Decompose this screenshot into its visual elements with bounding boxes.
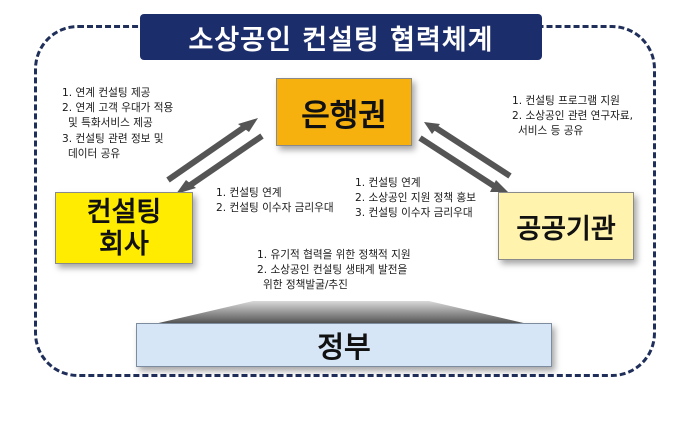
notes-bank-to-public: 1. 컨설팅 프로그램 지원 2. 소상공인 관련 연구자료, 서비스 등 공유 <box>512 94 633 140</box>
node-bank: 은행권 <box>276 78 412 146</box>
node-public-institution: 공공기관 <box>498 192 634 260</box>
arrowhead-right-lower <box>490 180 508 192</box>
note-line: 1. 유기적 협력을 위한 정책적 지원 <box>257 249 411 261</box>
notes-consulting-to-bank: 1. 컨설팅 연계 2. 컨설팅 이수자 금리우대 <box>216 186 334 216</box>
arrowhead-right-upper <box>424 122 440 134</box>
diagram-title: 소상공인 컨설팅 협력체계 <box>140 14 542 60</box>
note-line: 1. 연계 컨설팅 제공 <box>62 87 151 99</box>
arrow-shaft-left-lower <box>184 133 264 191</box>
notes-government: 1. 유기적 협력을 위한 정책적 지원 2. 소상공인 컨설팅 생태계 발전을… <box>257 248 411 294</box>
note-line: 1. 컨설팅 연계 <box>216 187 282 199</box>
note-line: 1. 컨설팅 프로그램 지원 <box>512 95 620 107</box>
arrow-shaft-right-upper <box>434 125 512 179</box>
note-line: 및 특화서비스 제공 <box>68 117 153 130</box>
note-line: 1. 컨설팅 연계 <box>355 177 421 189</box>
arrow-shaft-left-upper <box>166 123 248 183</box>
node-consulting-line1: 컨설팅 <box>86 197 162 228</box>
arrowhead-left-lower <box>176 180 196 194</box>
node-consulting-company: 컨설팅 회사 <box>55 192 193 264</box>
node-consulting-line2: 회사 <box>99 229 149 260</box>
note-line: 서비스 등 공유 <box>518 125 584 138</box>
note-line: 위한 정책발굴/추진 <box>263 279 348 292</box>
note-line: 2. 소상공인 컨설팅 생태계 발전을 <box>257 264 408 277</box>
arrowhead-left-upper <box>238 118 258 132</box>
notes-bank-to-consulting: 1. 연계 컨설팅 제공 2. 연계 고객 우대가 적용 및 특화서비스 제공 … <box>62 86 173 162</box>
arrow-bank-to-consulting <box>166 118 264 194</box>
note-line: 3. 컨설팅 관련 정보 및 <box>62 132 164 145</box>
arrow-shaft-right-lower <box>418 135 496 189</box>
note-line: 2. 연계 고객 우대가 적용 <box>62 102 174 115</box>
note-line: 데이터 공유 <box>68 147 121 160</box>
note-line: 2. 컨설팅 이수자 금리우대 <box>216 202 334 215</box>
notes-public-to-bank: 1. 컨설팅 연계 2. 소상공인 지원 정책 홍보 3. 컨설팅 이수자 금리… <box>355 176 476 222</box>
arrow-bank-to-public <box>418 122 512 192</box>
node-government: 정부 <box>136 323 552 367</box>
note-line: 3. 컨설팅 이수자 금리우대 <box>355 207 473 220</box>
note-line: 2. 소상공인 지원 정책 홍보 <box>355 192 477 205</box>
note-line: 2. 소상공인 관련 연구자료, <box>512 110 634 123</box>
